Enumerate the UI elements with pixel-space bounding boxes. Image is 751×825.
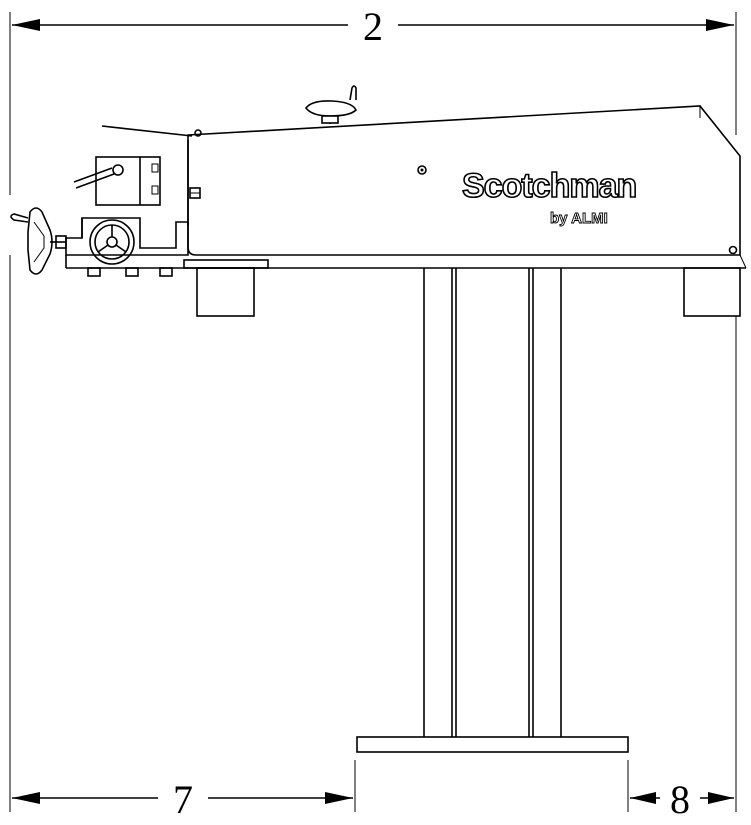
dimension-label-left-offset: 7 [173, 777, 193, 822]
side-handwheel [27, 207, 53, 275]
table-slide [183, 259, 269, 269]
upper-block [95, 156, 161, 206]
dimension-label-right-offset: 8 [670, 777, 690, 822]
top-handle-knob [349, 85, 357, 101]
small-lever [75, 173, 115, 189]
hold-down-lever [101, 125, 193, 137]
hand-wheel-outer [89, 219, 135, 265]
arrowhead-left [12, 19, 40, 31]
arrowhead-right [706, 19, 734, 31]
left-foot-block [196, 267, 255, 317]
brand-subtitle: by ALMI [550, 210, 608, 227]
head-bolt [417, 165, 427, 175]
right-foot-block [683, 267, 741, 317]
lever-pivot [112, 164, 124, 176]
top-handle-grip [304, 100, 357, 117]
dimension-label-overall: 2 [363, 4, 383, 49]
lower-block [65, 217, 189, 256]
front-attachment [10, 156, 189, 277]
stand [356, 268, 629, 753]
hand-wheel-hub [106, 236, 118, 248]
head-corner-bolt [728, 245, 738, 255]
dimension-bottom: 7 8 [9, 255, 737, 822]
dimension-overall-width: 2 [9, 4, 737, 195]
base-plate [356, 736, 629, 753]
table-assembly [183, 254, 747, 317]
machine-head: Scotchman by ALMI [101, 85, 741, 256]
brand-name: Scotchman [462, 167, 636, 205]
side-handwheel-knob [10, 213, 29, 223]
